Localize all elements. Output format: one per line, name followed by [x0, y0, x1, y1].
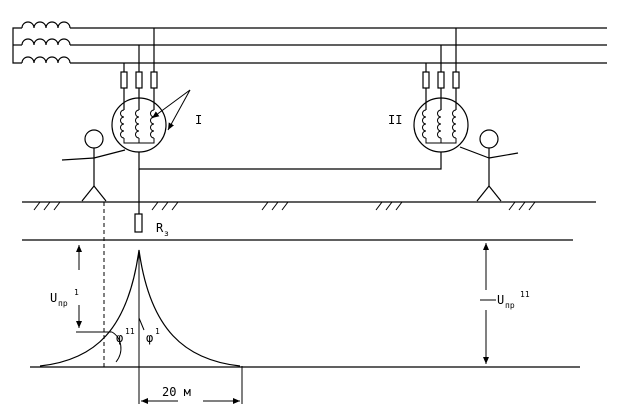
generator-windings — [12, 21, 71, 64]
svg-text:1: 1 — [74, 288, 79, 297]
svg-text:пр: пр — [505, 301, 515, 310]
svg-text:1: 1 — [155, 327, 160, 336]
transformer-2-feeds — [422, 28, 460, 110]
coil — [135, 109, 140, 139]
potential-curve — [39, 249, 241, 367]
fuse — [135, 71, 143, 89]
winding-3 — [21, 56, 71, 64]
coil — [452, 109, 457, 139]
housing-interconnect — [138, 152, 442, 170]
resistance-subscript: з — [164, 229, 169, 238]
svg-text:11: 11 — [125, 327, 135, 336]
phase-lines — [70, 27, 607, 64]
fuse — [150, 71, 158, 89]
winding-2 — [21, 38, 71, 46]
angle-2-arc — [111, 331, 122, 363]
voltage-1-label: U — [50, 291, 57, 305]
pointer-line — [167, 89, 191, 131]
transformer-1-feeds — [120, 28, 158, 110]
coil — [150, 109, 155, 139]
transformer-1-label: I — [195, 113, 202, 127]
coil — [422, 109, 427, 139]
person-1 — [61, 129, 126, 202]
pointer-line — [151, 89, 191, 119]
voltage-2-label: U — [497, 293, 504, 307]
person-2 — [459, 129, 519, 202]
fuse — [452, 71, 460, 89]
fuse — [422, 71, 430, 89]
winding-1 — [21, 21, 71, 29]
resistance-label: R — [156, 221, 164, 235]
angle-1-tick — [138, 317, 145, 331]
transformer-2-label: II — [388, 113, 402, 127]
coil — [437, 109, 442, 139]
svg-text:11: 11 — [520, 290, 530, 299]
distance-label: 20 м — [162, 385, 191, 399]
angle-2-label: φ — [116, 331, 123, 345]
fuse — [437, 71, 445, 89]
ground-electrode — [134, 213, 143, 233]
ground-surface — [22, 201, 596, 211]
angle-1-label: φ — [146, 331, 153, 345]
coil — [120, 109, 125, 139]
fuse — [120, 71, 128, 89]
svg-text:пр: пр — [58, 299, 68, 308]
